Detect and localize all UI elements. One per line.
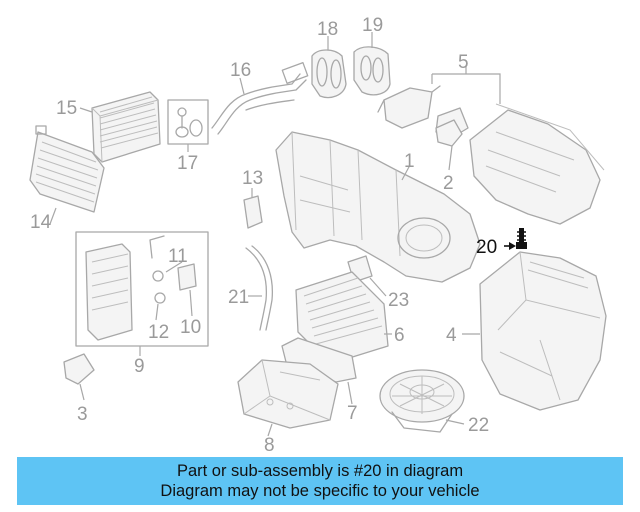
callout-4: 4 (446, 325, 457, 346)
part-14-evaporator (29, 125, 105, 213)
part-9-group (75, 231, 209, 347)
callout-7: 7 (347, 403, 358, 424)
callout-18: 18 (317, 19, 338, 40)
part-4-lower-housing (479, 251, 607, 411)
part-17-seal-kit (167, 99, 209, 145)
callout-12: 12 (148, 322, 169, 343)
callout-2: 2 (443, 173, 454, 194)
callout-1: 1 (404, 151, 415, 172)
callout-8: 8 (264, 435, 275, 455)
part-18-seal (311, 49, 347, 99)
parts-diagram: 1 2 3 4 5 6 7 8 9 10 11 12 13 14 15 16 1… (29, 15, 607, 455)
part-20-screw (504, 228, 527, 250)
callout-14: 14 (30, 212, 52, 233)
callout-21: 21 (228, 287, 249, 308)
callout-19: 19 (362, 15, 383, 36)
part-13-clip (243, 195, 263, 229)
leader-lines (49, 32, 501, 437)
part-22-blower (379, 369, 465, 433)
callout-17: 17 (177, 153, 198, 174)
part-8-cover (237, 359, 339, 429)
part-5-upper-housing (469, 103, 605, 225)
part-6-cabin-filter (295, 271, 389, 365)
part-3-bracket (63, 353, 95, 385)
callout-23: 23 (388, 290, 409, 311)
part-1-hvac-housing (275, 131, 481, 283)
callout-15: 15 (56, 98, 77, 119)
callout-11: 11 (168, 246, 188, 267)
part-2-actuator (435, 119, 463, 147)
callout-22: 22 (468, 415, 489, 436)
callout-20: 20 (476, 237, 497, 258)
part-19-seal (353, 46, 391, 96)
callout-6: 6 (394, 325, 405, 346)
part-16-pipe (211, 62, 309, 135)
callout-13: 13 (242, 168, 263, 189)
part-21-drain-hose (245, 245, 274, 331)
callout-3: 3 (77, 404, 88, 425)
callout-5: 5 (458, 52, 469, 73)
info-banner: Part or sub-assembly is #20 in diagram D… (17, 457, 623, 505)
callout-9: 9 (134, 356, 145, 377)
banner-line-1: Part or sub-assembly is #20 in diagram (176, 462, 464, 480)
part-15-heater-core (91, 91, 161, 163)
callout-16: 16 (230, 60, 251, 81)
banner-line-2: Diagram may not be specific to your vehi… (160, 482, 480, 500)
callout-10: 10 (180, 317, 201, 338)
callout-labels: 1 2 3 4 5 6 7 8 9 10 11 12 13 14 15 16 1… (30, 15, 497, 455)
